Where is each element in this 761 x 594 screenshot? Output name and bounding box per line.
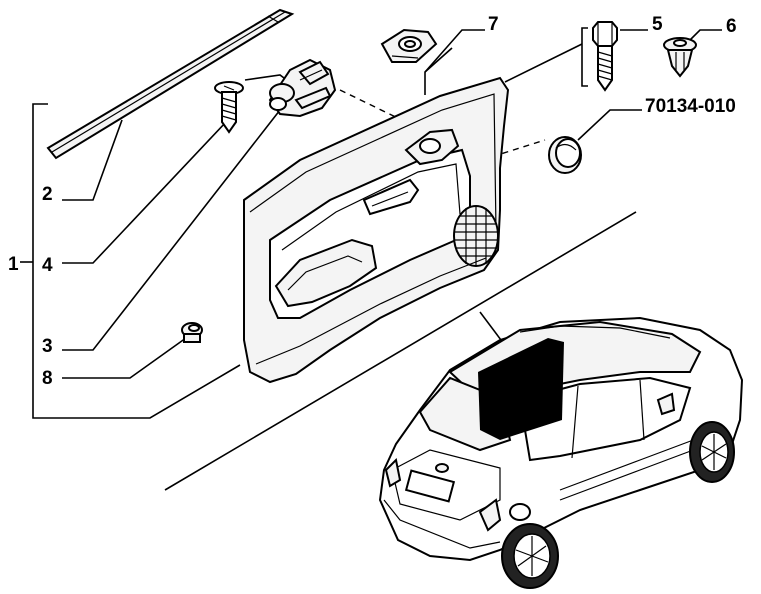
callout-3: 3 [42,336,53,357]
callout-4: 4 [42,255,53,276]
door-trim-panel-icon [243,76,510,384]
callout-7: 7 [488,14,499,35]
push-clip-icon [663,37,697,78]
handle-bezel-icon [380,28,438,63]
weatherstrip-seal-icon [46,8,295,160]
callout-70134-010: 70134-010 [645,96,736,117]
callout-2: 2 [42,184,53,205]
callout-6: 6 [726,16,737,37]
window-switch-icon [268,58,337,118]
callout-8: 8 [42,368,53,389]
bolt-icon [592,21,618,92]
fastener-clip-icon [181,322,203,343]
round-plug-icon [548,136,582,174]
callout-5: 5 [652,14,663,35]
screw-icon [214,81,244,134]
car-icon [378,316,744,589]
callout-1: 1 [8,254,19,275]
